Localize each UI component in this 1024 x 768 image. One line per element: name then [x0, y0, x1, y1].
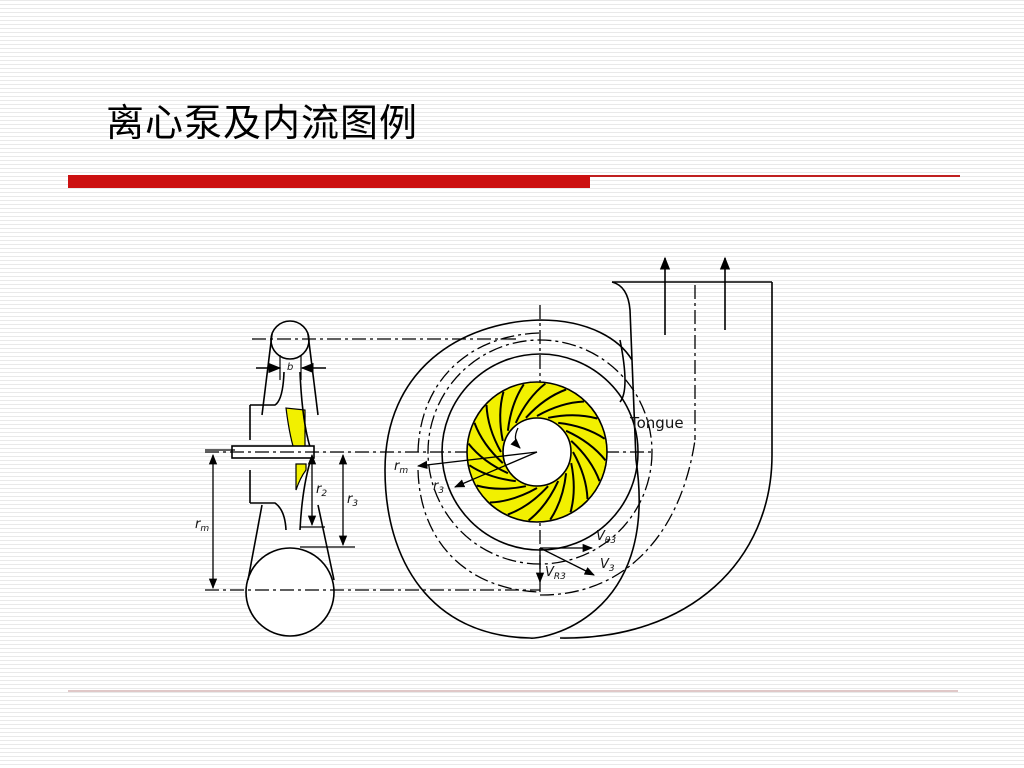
impeller-blade	[570, 440, 601, 482]
impeller-blade	[468, 464, 516, 483]
label-vr3: VR3	[545, 565, 566, 582]
title-underline-bar	[68, 175, 590, 188]
impeller-blade	[525, 388, 567, 419]
volute-tongue	[619, 339, 626, 403]
impeller-blade	[549, 473, 568, 521]
label-v-theta3: Vθ3	[596, 529, 616, 546]
label-r2-side: r2	[316, 482, 327, 499]
impeller-blade	[485, 404, 502, 453]
centerlines	[205, 285, 696, 592]
label-rm-side: rm	[195, 517, 209, 534]
footer-divider	[68, 690, 958, 692]
impeller-blade	[565, 429, 607, 462]
impeller-blade	[569, 462, 575, 513]
impeller-blade	[476, 484, 527, 490]
impeller-blade	[507, 485, 549, 516]
impeller-blade	[473, 422, 504, 464]
impeller-blade	[467, 442, 509, 475]
side-volute-bottom-section	[245, 547, 335, 637]
title-underline-thin	[590, 175, 960, 177]
impeller-blade	[536, 400, 585, 417]
impeller-blade	[506, 383, 525, 431]
impeller-blade	[489, 487, 538, 504]
impeller-blade	[558, 421, 606, 440]
label-v3: V3	[600, 557, 615, 574]
impeller-blade	[499, 391, 505, 442]
label-tongue: Tongue	[629, 414, 684, 432]
impeller-blade	[514, 382, 547, 424]
label-r3-front: r3	[433, 479, 444, 496]
volute-outer-wall	[384, 281, 640, 639]
label-b: b	[287, 362, 293, 373]
label-r3-side: r3	[347, 492, 358, 509]
label-rm-front: rm	[394, 459, 408, 476]
impeller-blade	[572, 451, 589, 500]
impeller-blade	[547, 414, 598, 420]
impeller-blade	[527, 480, 560, 522]
front-arrows	[416, 427, 595, 584]
side-volute-top-section	[270, 320, 310, 360]
side-view	[205, 320, 355, 637]
slide-title: 离心泵及内流图例	[106, 101, 419, 145]
